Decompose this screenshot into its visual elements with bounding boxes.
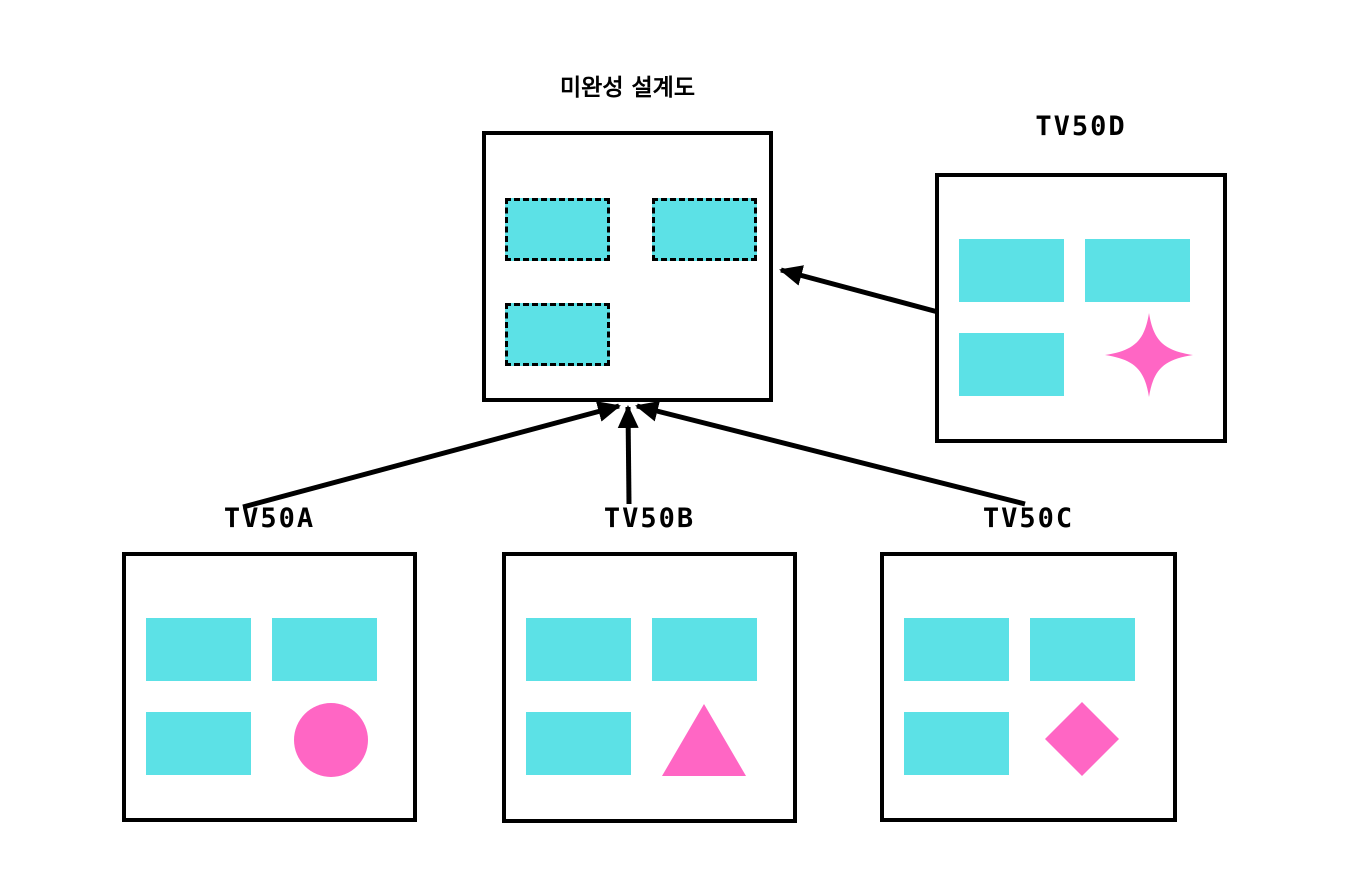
arrow-tv50b-to-blueprint: [617, 405, 639, 505]
module-box-tv50a: [122, 552, 417, 822]
cyan-rect: [146, 618, 251, 681]
cyan-rect: [1030, 618, 1135, 681]
four-point-star-shape: [1105, 313, 1193, 397]
module-box-tv50b: [502, 552, 797, 823]
module-box-tv50c: [880, 552, 1177, 822]
arrow-tv50d-to-blueprint: [779, 265, 939, 315]
module-box-tv50d: [935, 173, 1227, 443]
cyan-rect: [146, 712, 251, 775]
module-label-tv50c: TV50C: [982, 503, 1075, 534]
blueprint-slot-top-left: [505, 198, 610, 261]
module-label-tv50d: TV50D: [1035, 111, 1127, 142]
cyan-rect: [904, 618, 1009, 681]
blueprint-box: [482, 131, 773, 402]
blueprint-slot-top-right: [652, 198, 757, 261]
module-label-tv50a: TV50A: [223, 503, 316, 534]
blueprint-slot-empty: [652, 303, 757, 366]
triangle-shape: [662, 704, 746, 776]
circle-shape: [294, 703, 368, 777]
cyan-rect: [959, 239, 1064, 302]
cyan-rect: [959, 333, 1064, 396]
module-label-tv50b: TV50B: [603, 503, 696, 534]
cyan-rect: [272, 618, 377, 681]
cyan-rect: [1085, 239, 1190, 302]
cyan-rect: [526, 712, 631, 775]
arrow-tv50a-to-blueprint: [242, 401, 621, 510]
diamond-shape: [1045, 702, 1119, 776]
cyan-rect: [526, 618, 631, 681]
cyan-rect: [904, 712, 1009, 775]
blueprint-title: 미완성 설계도: [560, 75, 695, 101]
blueprint-slot-bottom-left: [505, 303, 610, 366]
cyan-rect: [652, 618, 757, 681]
